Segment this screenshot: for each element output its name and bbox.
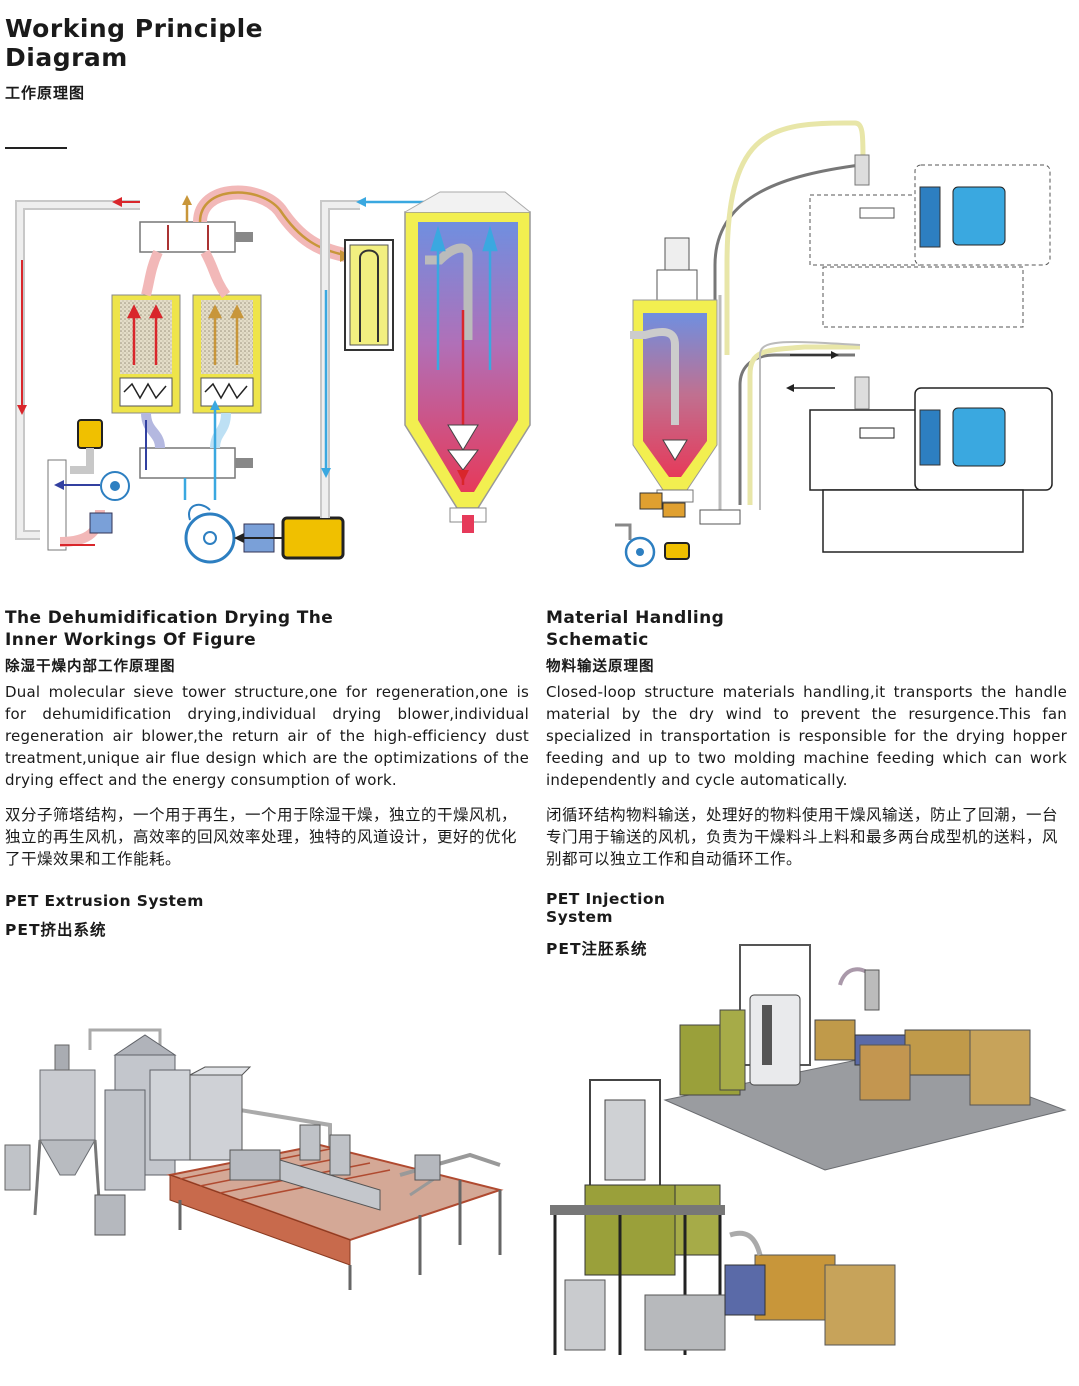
extrusion-line-render bbox=[4, 1028, 504, 1290]
material-handling-diagram bbox=[615, 120, 1053, 568]
injection-heading-cn: PET注胚系统 bbox=[546, 940, 648, 958]
injection-line-render bbox=[550, 944, 1067, 1355]
dryer-description-cn: 双分子筛塔结构，一个用于再生，一个用于除湿干燥，独立的干燥风机，独立的再生风机，… bbox=[5, 806, 518, 868]
injection-heading: PET Injection System bbox=[546, 890, 666, 926]
dryer-description: Dual molecular sieve tower structure,one… bbox=[5, 683, 529, 789]
handling-heading: Material Handling Schematic bbox=[546, 608, 725, 650]
handling-description: Closed-loop structure materials handling… bbox=[546, 683, 1067, 789]
extrusion-heading-cn: PET挤出系统 bbox=[5, 921, 107, 939]
handling-description-cn: 闭循环结构物料输送，处理好的物料使用干燥风输送，防止了回潮，一台专门用于输送的风… bbox=[546, 806, 1059, 868]
dryer-diagram bbox=[15, 185, 531, 564]
page-title-cn: 工作原理图 bbox=[5, 84, 86, 102]
dryer-heading-cn: 除湿干燥内部工作原理图 bbox=[5, 659, 176, 675]
dryer-heading: The Dehumidification Drying The Inner Wo… bbox=[5, 608, 334, 650]
handling-heading-cn: 物料输送原理图 bbox=[546, 659, 655, 675]
title-divider bbox=[5, 147, 67, 149]
extrusion-heading: PET Extrusion System bbox=[5, 892, 204, 910]
page-title: Working Principle Diagram bbox=[5, 14, 264, 72]
